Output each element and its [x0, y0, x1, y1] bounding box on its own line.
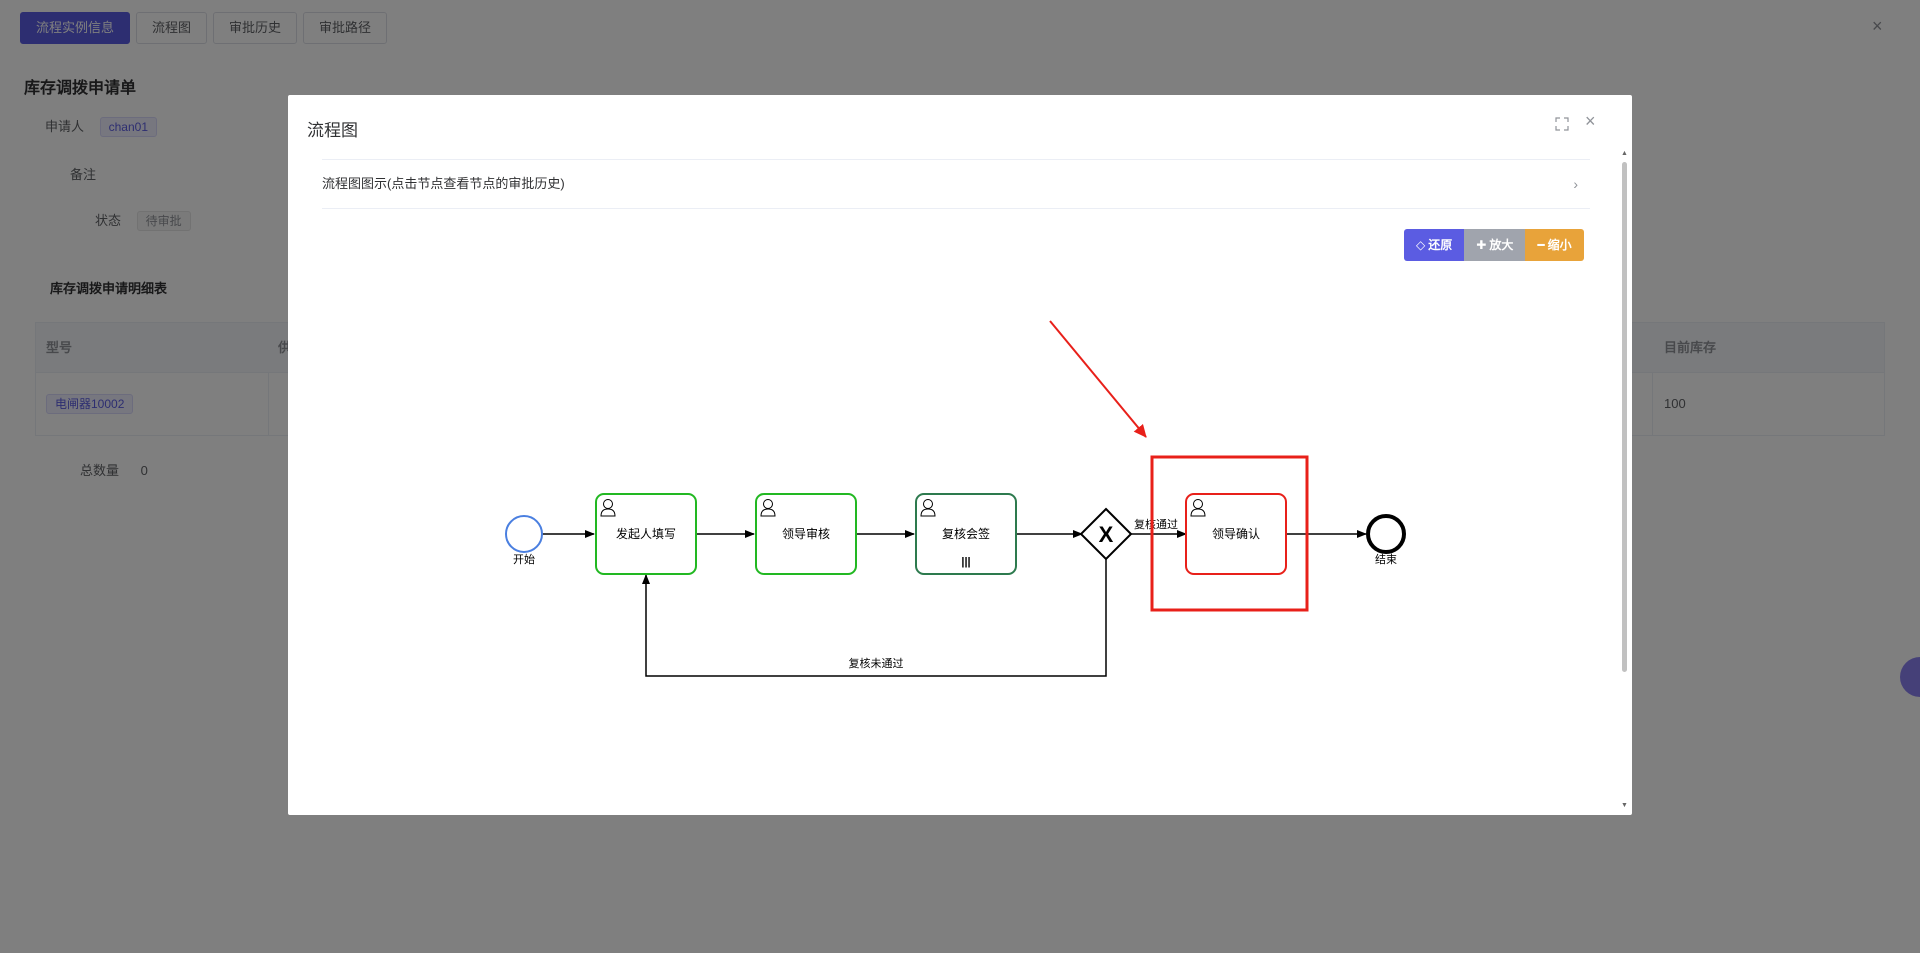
task-label: 领导确认: [1212, 527, 1260, 541]
reset-button[interactable]: ◇还原: [1404, 229, 1465, 261]
zoom-in-button[interactable]: ✚放大: [1464, 229, 1526, 261]
end-label: 结束: [1375, 553, 1397, 566]
collapse-title: 流程图图示(点击节点查看节点的审批历史): [322, 176, 565, 191]
flow-pass-label: 复核通过: [1134, 517, 1178, 531]
multi-instance-marker-icon: |||: [961, 556, 970, 568]
user-task-icon: [920, 499, 936, 517]
zoom-in-label: 放大: [1489, 238, 1514, 252]
task-box: [755, 493, 857, 575]
user-task-icon: [1190, 499, 1206, 517]
user-task-icon: [760, 499, 776, 517]
bpmn-diagram: 开始 发起人填写 领导审核 复核会签: [505, 320, 1406, 677]
scroll-down-icon[interactable]: ▼: [1621, 802, 1628, 809]
reset-icon: ◇: [1416, 238, 1426, 252]
sequence-flow-reject: [642, 559, 1107, 677]
task-initiator-fill[interactable]: 发起人填写: [595, 493, 697, 575]
plus-icon: ✚: [1476, 238, 1487, 252]
start-label: 开始: [513, 552, 535, 566]
zoom-button-group: ◇还原 ✚放大 ━缩小: [1404, 229, 1584, 261]
task-box: [595, 493, 697, 575]
flow-collapse-header[interactable]: 流程图图示(点击节点查看节点的审批历史) ›: [322, 159, 1590, 209]
gateway-diamond: [1079, 507, 1133, 561]
dialog-title: 流程图: [307, 121, 358, 140]
task-label: 复核会签: [942, 526, 990, 541]
highlight-box: [1150, 455, 1309, 612]
task-box: [1185, 493, 1287, 575]
task-countersign[interactable]: 复核会签 |||: [915, 493, 1017, 575]
reset-label: 还原: [1428, 238, 1453, 252]
scrollbar[interactable]: [1622, 162, 1627, 672]
user-task-icon: [600, 499, 616, 517]
task-label: 领导审核: [782, 526, 830, 541]
dialog-close-icon[interactable]: ×: [1585, 111, 1596, 131]
task-label: 发起人填写: [616, 526, 676, 541]
end-event[interactable]: [1366, 514, 1406, 554]
scroll-up-icon[interactable]: ▲: [1621, 150, 1628, 157]
gateway-x-icon: X: [1099, 522, 1114, 547]
flow-chart-dialog: 流程图 × 流程图图示(点击节点查看节点的审批历史) › ◇还原 ✚放大 ━缩小: [288, 95, 1632, 815]
start-event[interactable]: [505, 515, 543, 553]
task-leader-review[interactable]: 领导审核: [755, 493, 857, 575]
annotation-arrow: [1049, 320, 1147, 438]
exclusive-gateway[interactable]: X: [1079, 507, 1133, 561]
zoom-out-label: 缩小: [1547, 238, 1572, 252]
minus-icon: ━: [1537, 238, 1545, 252]
task-leader-confirm[interactable]: 领导确认: [1185, 493, 1287, 575]
chevron-right-icon: ›: [1573, 176, 1578, 192]
task-box: [915, 493, 1017, 575]
zoom-out-button[interactable]: ━缩小: [1525, 229, 1584, 261]
flow-reject-label: 复核未通过: [849, 656, 904, 670]
fullscreen-icon[interactable]: [1555, 117, 1569, 131]
